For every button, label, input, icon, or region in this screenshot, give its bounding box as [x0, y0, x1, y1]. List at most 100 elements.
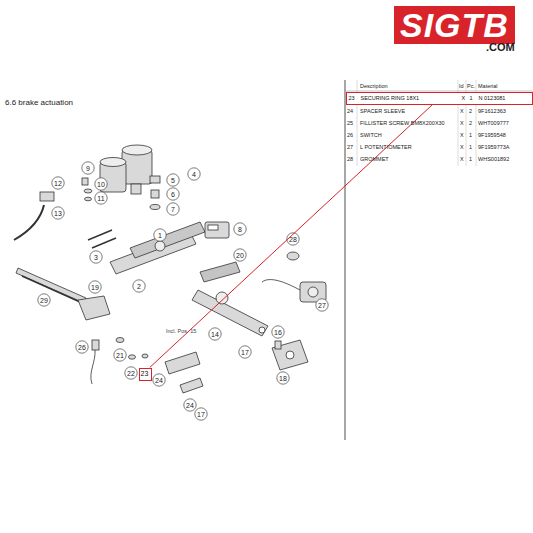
callout-number: 21	[116, 352, 124, 359]
callout-number: 22	[127, 370, 135, 377]
callout-number: 17	[241, 349, 249, 356]
callout-number: 26	[78, 344, 86, 351]
callout-circle	[90, 251, 102, 263]
callout-circle	[184, 399, 196, 411]
callout-number: 28	[289, 236, 297, 243]
callout-number: 3	[94, 254, 98, 261]
table-cell: 1	[469, 157, 472, 163]
callout-number: 5	[171, 177, 175, 184]
table-cell: SECURING RING 18X1	[361, 96, 420, 102]
table-cell: X	[460, 109, 464, 115]
washer	[116, 338, 124, 343]
callout-number: 20	[236, 252, 244, 259]
table-header: Id	[459, 84, 464, 90]
callout-circle	[89, 281, 101, 293]
table-cell: GROMMET	[360, 157, 389, 163]
sensor	[91, 340, 99, 384]
fluid-reservoir	[100, 145, 152, 194]
callout-number: 27	[318, 302, 326, 309]
table-cell: 9F1959773A	[478, 145, 510, 151]
callout-number: 2	[137, 283, 141, 290]
table-cell: X	[460, 121, 464, 127]
table-header: Pc.	[467, 84, 475, 90]
table-cell: SPACER SLEEVE	[360, 109, 405, 115]
callout-number: 1	[158, 232, 162, 239]
table-cell: X	[462, 96, 466, 102]
callout-circle	[153, 374, 165, 386]
table-cell: 1	[469, 145, 472, 151]
callout-circle	[234, 249, 246, 261]
table-cell: 27	[347, 145, 353, 151]
fitting	[40, 176, 160, 210]
callout-circle	[95, 192, 107, 204]
master-cylinder	[110, 222, 205, 274]
table-cell: 25	[347, 121, 353, 127]
callout-number: 6	[171, 191, 175, 198]
page-title: 6.6 brake actuation	[5, 99, 73, 107]
table-cell: X	[460, 133, 464, 139]
table-cell: 26	[347, 133, 353, 139]
callout-circle	[125, 367, 137, 379]
table-cell: N 0123081	[479, 96, 506, 102]
table-cell: 24	[347, 109, 353, 115]
brand-logo: SIGTB	[394, 6, 515, 44]
table-cell: 2	[469, 109, 472, 115]
highlighted-table-row: 23 SECURING RING 18X1 X1 N 0123081	[346, 92, 533, 105]
note-text: Incl. Pos. 15	[166, 329, 196, 335]
callout-number: 7	[171, 206, 175, 213]
table-header: Material	[478, 84, 498, 90]
table-cell: 23	[349, 96, 355, 102]
callout-number: 24	[186, 402, 194, 409]
callout-number: 9	[86, 165, 90, 172]
washer	[129, 355, 136, 359]
callout-circle	[277, 372, 289, 384]
callout-circle	[209, 328, 221, 340]
table-cell: 28	[347, 157, 353, 163]
table-cell: FILLISTER SCREW BM8X200X30	[360, 121, 445, 127]
potentiometer	[262, 280, 326, 302]
callout-number: 14	[211, 331, 219, 338]
callout-circle	[38, 294, 50, 306]
callout-number: 16	[274, 329, 282, 336]
callout-circle	[52, 177, 64, 189]
callout-circle	[167, 188, 179, 200]
callout-number: 13	[54, 210, 62, 217]
base-plate	[272, 340, 308, 370]
callout-number: 4	[192, 171, 196, 178]
grommet	[287, 252, 299, 260]
callout-number: 29	[40, 297, 48, 304]
table-cell: SWITCH	[360, 133, 382, 139]
callout-circle	[154, 229, 166, 241]
table-cell: 9F1959548	[478, 133, 506, 139]
table-cell: X	[460, 157, 464, 163]
callout-number: 8	[238, 226, 242, 233]
callout-circle	[272, 326, 284, 338]
callout-circle	[52, 207, 64, 219]
table-cell: WHS001892	[478, 157, 509, 163]
callout-circle	[82, 162, 94, 174]
callout-circle	[133, 280, 145, 292]
table-cell: 1	[470, 96, 473, 102]
callout-circle	[239, 346, 251, 358]
callout-circle	[95, 178, 107, 190]
callout-number: 17	[197, 411, 205, 418]
callout-circle	[114, 349, 126, 361]
table-header: Description	[360, 84, 388, 90]
leader-line	[150, 105, 432, 368]
callout-circle	[195, 408, 207, 420]
rod	[16, 268, 86, 303]
switch	[205, 222, 229, 238]
table-rule	[345, 80, 346, 440]
callout-circle	[76, 341, 88, 353]
table-cell: 2	[469, 121, 472, 127]
callout-number: 23	[141, 370, 149, 377]
callout-highlight-box: 23	[139, 368, 152, 381]
callout-number: 11	[97, 195, 104, 202]
callout-circle	[234, 223, 246, 235]
callout-circle	[188, 168, 200, 180]
spacer-sleeve	[165, 352, 203, 393]
callout-number: 10	[97, 181, 105, 188]
callout-number: 19	[91, 284, 99, 291]
